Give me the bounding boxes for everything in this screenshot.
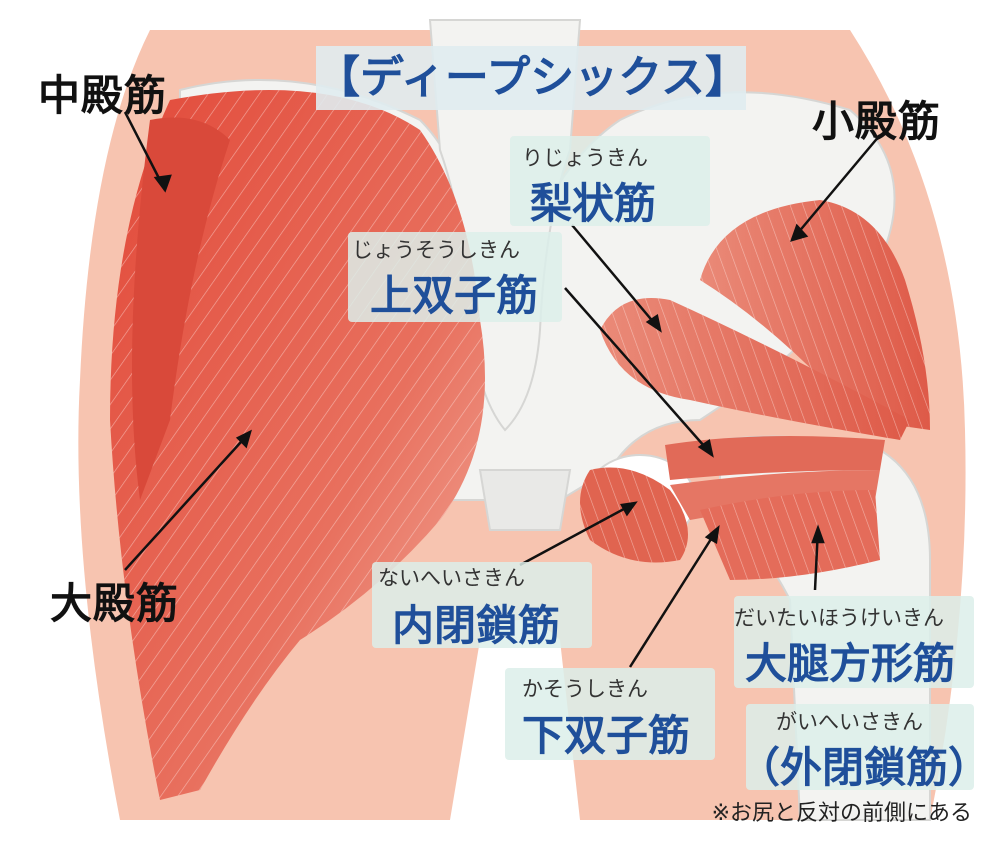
piriformis-label-box [510, 136, 710, 226]
diagram-title: 【ディープシックス】 [316, 46, 749, 110]
superior-gemellus-label-box [348, 232, 562, 322]
label-gluteus-medius: 中殿筋 [38, 71, 168, 120]
piriformis-muscle [600, 298, 910, 440]
label-gluteus-minimus: 小殿筋 [812, 97, 942, 146]
piriformis-reading: りじょうきん [522, 146, 648, 170]
obturator-internus-reading: ないへいさきん [378, 566, 525, 590]
superior-gemellus-reading: じょうそうしきん [352, 238, 520, 262]
obturator-externus-reading: がいへいさきん [776, 710, 923, 734]
gluteus-minimus-muscle [700, 200, 930, 430]
quadratus-femoris-muscle [700, 490, 880, 580]
quadratus-femoris-reading: だいたいほうけいきん [734, 606, 944, 630]
inferior-gemellus-label-box [505, 668, 715, 760]
obturator-externus-name: （外閉鎖筋） [738, 743, 991, 792]
leader-lines [123, 111, 881, 668]
label-gluteus-maximus: 大殿筋 [50, 579, 180, 628]
superior-gemellus-name: 上双子筋 [370, 271, 539, 320]
obturator-internus-name: 内閉鎖筋 [392, 601, 561, 650]
footnote: ※お尻と反対の前側にある [711, 801, 972, 826]
quadratus-femoris-label-box [734, 596, 974, 688]
quadratus-femoris-name: 大腿方形筋 [745, 639, 956, 688]
obturator-internus-label-box [372, 562, 592, 648]
gemelli-obturator-muscles [580, 436, 885, 563]
gluteus-medius-muscle [132, 117, 230, 500]
inferior-gemellus-reading: かそうしきん [522, 677, 648, 701]
inferior-gemellus-name: 下双子筋 [522, 711, 691, 760]
obturator-externus-label-box [746, 704, 974, 790]
piriformis-name: 梨状筋 [530, 179, 657, 228]
